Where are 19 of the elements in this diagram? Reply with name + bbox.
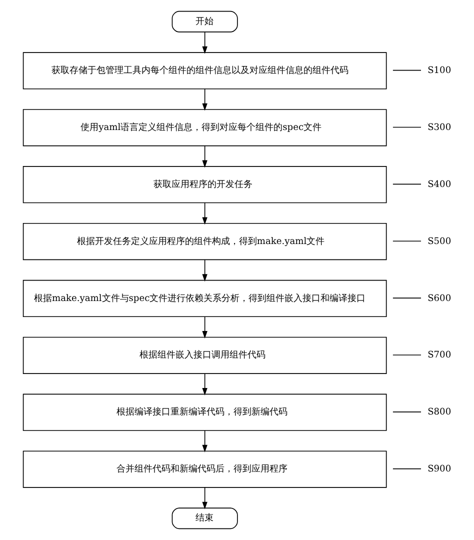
arrow (202, 202, 208, 225)
arrow (202, 145, 208, 168)
arrow (202, 259, 208, 282)
arrow (202, 88, 208, 111)
node-label: S100 (428, 66, 452, 76)
node-label: S800 (428, 408, 452, 418)
arrow (202, 373, 208, 396)
node-box: 结束 (172, 508, 238, 530)
node-label: S900 (428, 464, 452, 475)
arrow (202, 487, 208, 510)
node-box: 开始 (172, 10, 238, 32)
arrow (202, 316, 208, 338)
node-label: S600 (428, 294, 452, 304)
arrow (202, 430, 208, 452)
node-label: S500 (428, 236, 452, 247)
node-label: S700 (428, 350, 452, 361)
node-label: S300 (428, 122, 452, 133)
arrow (202, 32, 208, 54)
node-label: S400 (428, 180, 452, 190)
